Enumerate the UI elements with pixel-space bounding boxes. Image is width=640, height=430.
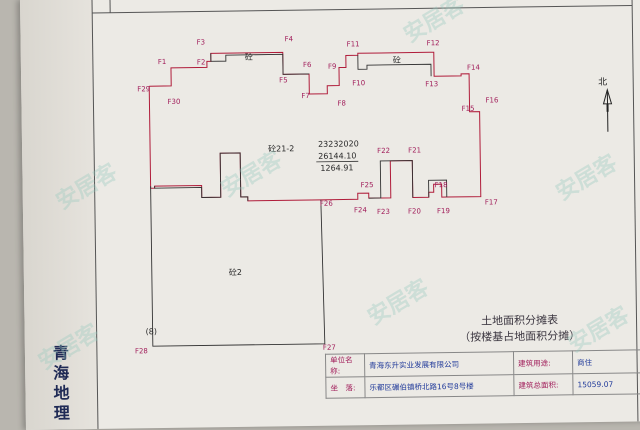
point-label: F13 — [425, 80, 438, 88]
total-area-value: 15059.07 — [573, 373, 640, 395]
point-label: F28 — [135, 347, 148, 355]
parcel-label-corner: (8) — [146, 327, 157, 336]
point-label: F8 — [337, 99, 346, 107]
parcel-label-top-left: 砼 — [245, 52, 253, 62]
point-label: F17 — [485, 198, 498, 206]
point-label: F5 — [279, 76, 288, 84]
point-label: F11 — [347, 40, 360, 48]
point-label: F1 — [158, 58, 167, 66]
frame-left-line — [92, 0, 98, 429]
point-label: F6 — [303, 61, 312, 69]
point-label: F3 — [197, 38, 206, 46]
parcel-label-top-right: 砼 — [393, 55, 401, 65]
point-label: F25 — [361, 181, 374, 189]
point-label: F7 — [301, 92, 310, 100]
point-label: F20 — [408, 207, 421, 215]
land-area-table: 单位名称: 青海东升实业发展有限公司 建筑用途: 商住 坐 落: 乐都区碾伯镇桥… — [325, 349, 640, 398]
point-label: F14 — [467, 64, 481, 72]
point-label: F19 — [437, 207, 450, 215]
point-label: F26 — [320, 200, 334, 208]
area-fraction-top: 26144.10 — [318, 151, 356, 161]
north-label: 北 — [598, 77, 607, 88]
point-label: F12 — [427, 39, 440, 47]
point-label: F15 — [462, 105, 475, 113]
area-fraction-bottom: 1264.91 — [320, 163, 353, 172]
building-use-key: 建筑用途: — [513, 351, 572, 375]
north-arrow-icon — [603, 90, 612, 132]
point-label: F22 — [377, 147, 390, 155]
point-label: F27 — [323, 344, 336, 352]
point-label: F4 — [285, 35, 294, 43]
frame-top-line — [92, 5, 632, 13]
document-sheet: F3 F2 F1 F4 F5 F6 F7 F8 F9 F10 F11 F12 F… — [20, 0, 640, 430]
location-value: 乐都区碾伯镇桥北路16号8号楼 — [365, 375, 514, 398]
area-code: 23232020 — [318, 139, 359, 149]
point-label: F30 — [167, 98, 180, 106]
unit-name-key: 单位名称: — [325, 354, 364, 378]
total-area-key: 建筑总面积: — [514, 374, 573, 396]
point-label: F24 — [354, 206, 368, 214]
location-key: 坐 落: — [326, 377, 365, 399]
point-label: F21 — [408, 146, 421, 154]
table-row: 坐 落: 乐都区碾伯镇桥北路16号8号楼 建筑总面积: 15059.07 — [326, 373, 640, 398]
point-label: F10 — [352, 79, 365, 87]
point-label: F23 — [377, 208, 390, 216]
parcel-label-lower: 砼2 — [229, 267, 242, 277]
point-label: F29 — [137, 85, 150, 93]
fraction-line — [316, 161, 358, 162]
point-label: F18 — [435, 181, 448, 189]
unit-name-value: 青海东升实业发展有限公司 — [364, 352, 513, 377]
point-label: F16 — [485, 96, 499, 104]
point-label: F9 — [328, 63, 337, 71]
point-label: F2 — [197, 58, 206, 66]
lower-parcel-outline — [151, 184, 325, 346]
